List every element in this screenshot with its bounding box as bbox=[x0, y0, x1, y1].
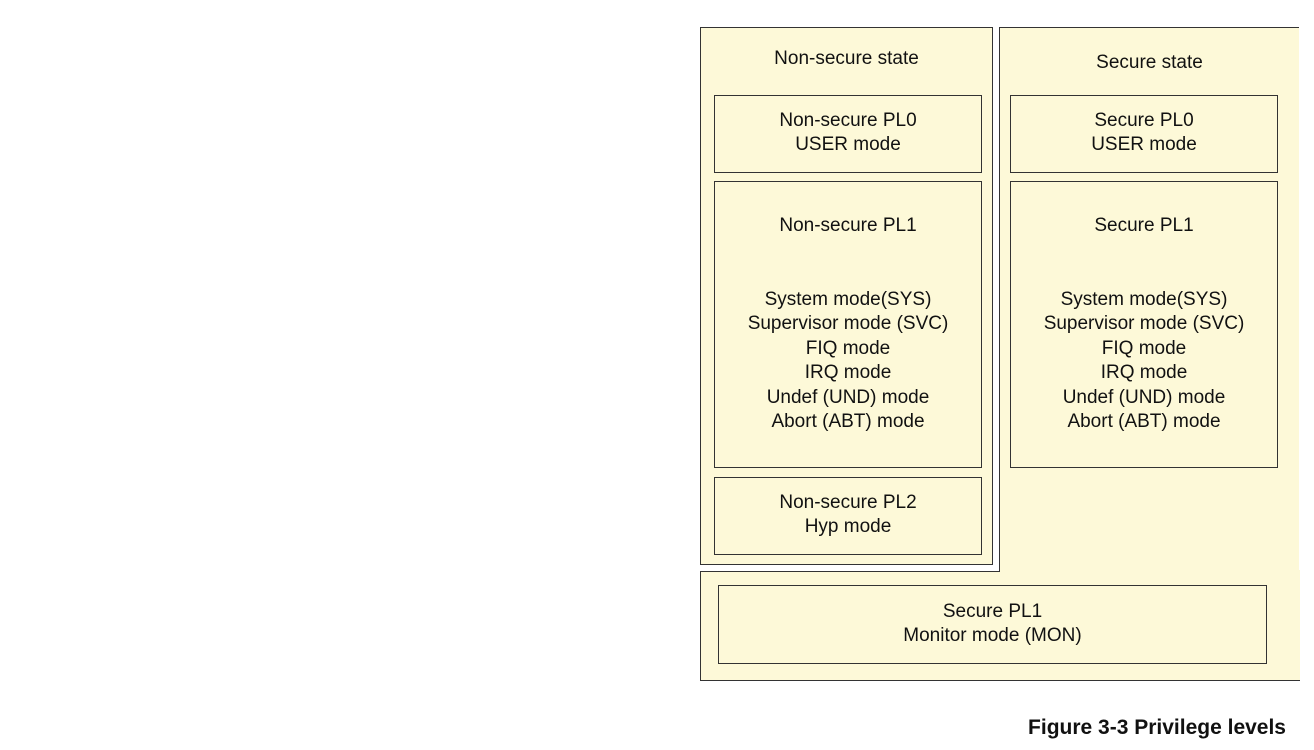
secure-state-title: Secure state bbox=[1096, 52, 1203, 73]
nonsecure-pl1-mode-und: Undef (UND) mode bbox=[766, 387, 930, 408]
secure-pl0-label: Secure PL0 bbox=[1094, 110, 1194, 131]
secure-pl0-mode: USER mode bbox=[1091, 134, 1197, 155]
nonsecure-pl1-mode-svc: Supervisor mode (SVC) bbox=[747, 313, 949, 334]
nonsecure-pl0-label: Non-secure PL0 bbox=[779, 110, 917, 131]
nonsecure-pl1-mode-fiq: FIQ mode bbox=[805, 338, 891, 359]
figure-caption: Figure 3-3 Privilege levels bbox=[1028, 716, 1286, 739]
nonsecure-pl1-box: Non-secure PL1 System mode(SYS) Supervis… bbox=[714, 181, 982, 468]
secure-region-join bbox=[1000, 570, 1300, 573]
secure-pl1-title: Secure PL1 bbox=[1094, 215, 1194, 236]
secure-pl1-mode-und: Undef (UND) mode bbox=[1062, 387, 1226, 408]
secure-pl1-mode-fiq: FIQ mode bbox=[1101, 338, 1187, 359]
nonsecure-pl2-mode: Hyp mode bbox=[804, 516, 892, 537]
nonsecure-pl2-label: Non-secure PL2 bbox=[779, 492, 917, 513]
monitor-mode-name: Monitor mode (MON) bbox=[903, 625, 1082, 646]
secure-pl1-mode-svc: Supervisor mode (SVC) bbox=[1043, 313, 1245, 334]
nonsecure-pl1-title: Non-secure PL1 bbox=[779, 215, 917, 236]
nonsecure-pl1-mode-sys: System mode(SYS) bbox=[764, 289, 932, 310]
secure-pl1-mode-sys: System mode(SYS) bbox=[1060, 289, 1228, 310]
secure-pl1-box: Secure PL1 System mode(SYS) Supervisor m… bbox=[1010, 181, 1278, 468]
secure-pl1-mode-abt: Abort (ABT) mode bbox=[1067, 411, 1221, 432]
monitor-mode-label: Secure PL1 bbox=[942, 601, 1043, 622]
secure-pl1-mode-irq: IRQ mode bbox=[1100, 362, 1188, 383]
secure-pl0-box: Secure PL0 USER mode bbox=[1010, 95, 1278, 173]
nonsecure-pl0-box: Non-secure PL0 USER mode bbox=[714, 95, 982, 173]
nonsecure-pl1-mode-abt: Abort (ABT) mode bbox=[771, 411, 925, 432]
nonsecure-state-title: Non-secure state bbox=[774, 48, 919, 69]
nonsecure-pl1-mode-irq: IRQ mode bbox=[804, 362, 892, 383]
nonsecure-pl2-box: Non-secure PL2 Hyp mode bbox=[714, 477, 982, 555]
monitor-mode-box: Secure PL1 Monitor mode (MON) bbox=[718, 585, 1267, 664]
nonsecure-pl0-mode: USER mode bbox=[795, 134, 901, 155]
